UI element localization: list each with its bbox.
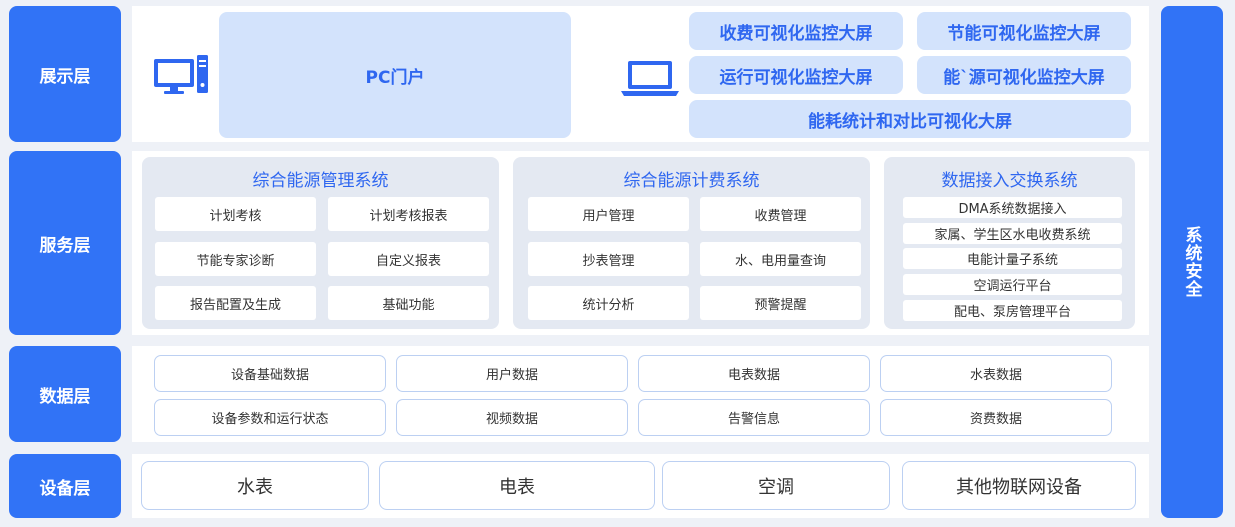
pc-portal-box: PC门户 [219, 12, 571, 138]
screen-consumption-stats-box: 能耗统计和对比可视化大屏 [689, 100, 1131, 138]
system-security-bar: 系统安全 [1161, 6, 1223, 518]
laptop-icon [621, 61, 679, 96]
sys1-item: 计划考核 [155, 197, 316, 231]
device-iot-other: 其他物联网设备 [902, 461, 1136, 510]
layer-label-service: 服务层 [9, 151, 121, 335]
sys1-item: 报告配置及生成 [155, 286, 316, 320]
screen-operation-box: 运行可视化监控大屏 [689, 56, 903, 94]
system-security-label: 系统安全 [1181, 226, 1202, 298]
sys2-item: 预警提醒 [700, 286, 861, 320]
layer-label-data: 数据层 [9, 346, 121, 442]
layer-label-device: 设备层 [9, 454, 121, 518]
sys3-item: 配电、泵房管理平台 [903, 300, 1122, 321]
sys2-item: 用户管理 [528, 197, 689, 231]
sys2-item: 抄表管理 [528, 242, 689, 276]
device-air-conditioner: 空调 [662, 461, 890, 510]
sys1-item: 节能专家诊断 [155, 242, 316, 276]
screen-energy-source-box: 能`源可视化监控大屏 [917, 56, 1131, 94]
sys2-item: 统计分析 [528, 286, 689, 320]
device-electric-meter: 电表 [379, 461, 655, 510]
data-item: 设备基础数据 [154, 355, 386, 392]
sys1-item: 计划考核报表 [328, 197, 489, 231]
data-item: 视频数据 [396, 399, 628, 436]
layer-label-display: 展示层 [9, 6, 121, 142]
data-item: 资费数据 [880, 399, 1112, 436]
data-exchange-system-title: 数据接入交换系统 [941, 171, 1078, 191]
data-item: 用户数据 [396, 355, 628, 392]
sys3-item: DMA系统数据接入 [903, 197, 1122, 218]
sys1-item: 基础功能 [328, 286, 489, 320]
energy-management-system-title: 综合能源管理系统 [252, 171, 389, 191]
sys3-item: 电能计量子系统 [903, 248, 1122, 269]
sys3-item: 空调运行平台 [903, 274, 1122, 295]
desktop-computer-icon [154, 55, 208, 94]
sys2-item: 水、电用量查询 [700, 242, 861, 276]
screen-energy-saving-box: 节能可视化监控大屏 [917, 12, 1131, 50]
sys1-item: 自定义报表 [328, 242, 489, 276]
sys3-item: 家属、学生区水电收费系统 [903, 223, 1122, 244]
screen-billing-box: 收费可视化监控大屏 [689, 12, 903, 50]
device-water-meter: 水表 [141, 461, 369, 510]
data-item: 水表数据 [880, 355, 1112, 392]
energy-billing-system-title: 综合能源计费系统 [623, 171, 760, 191]
data-item: 告警信息 [638, 399, 870, 436]
sys2-item: 收费管理 [700, 197, 861, 231]
data-item: 设备参数和运行状态 [154, 399, 386, 436]
data-item: 电表数据 [638, 355, 870, 392]
